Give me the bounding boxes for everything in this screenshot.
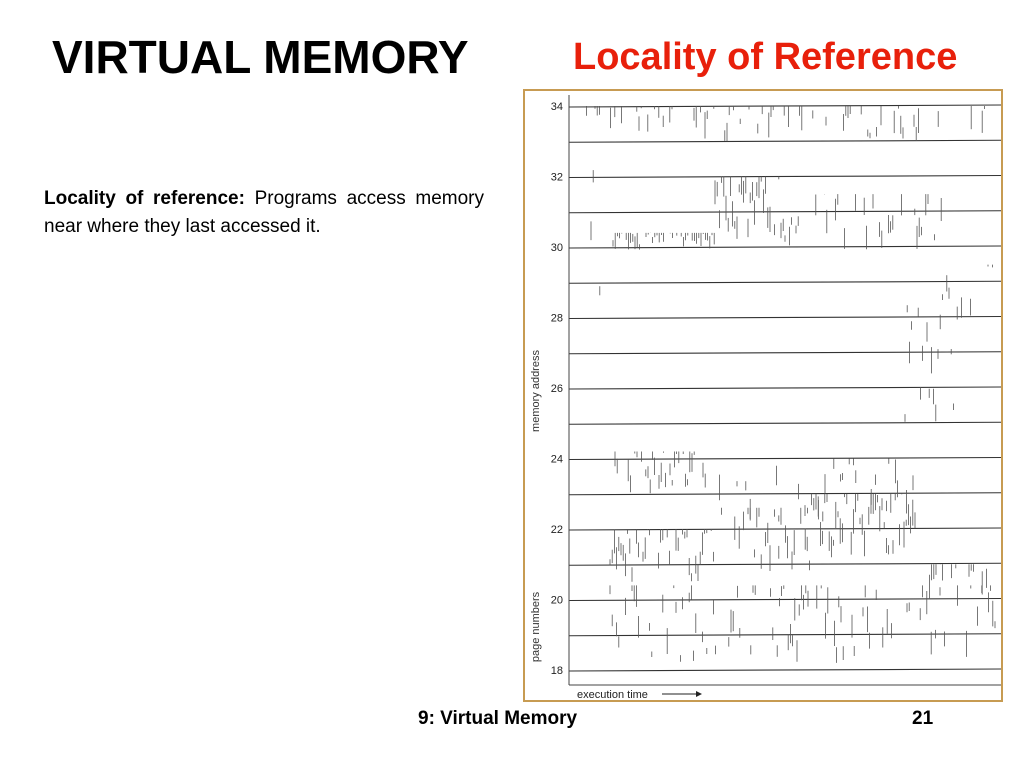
page-boundary-line <box>568 633 1001 637</box>
page-boundary-line <box>568 210 1001 214</box>
page-number-tick-label: 30 <box>551 242 563 254</box>
page-boundary-line <box>568 668 1001 672</box>
page-boundary-line <box>568 351 1001 355</box>
page-number-tick-label: 22 <box>551 524 563 536</box>
page-boundary-line <box>568 315 1001 320</box>
page-number-ticks: 34 32 30 28 26 24 22 20 18 <box>551 101 563 677</box>
page-boundary-line <box>568 280 1001 284</box>
x-axis-arrowhead-icon <box>696 691 702 697</box>
y-axis-label-memory-address: memory address <box>530 350 542 432</box>
page-boundary-line <box>568 245 1001 249</box>
body-text-term: Locality of reference: <box>44 188 245 209</box>
slide-title: VIRTUAL MEMORY <box>52 31 469 83</box>
page-boundary-line <box>568 174 1001 179</box>
page-number-tick-label: 24 <box>551 454 563 466</box>
body-text: Locality of reference: Programs access m… <box>44 185 484 241</box>
page-number-tick-label: 32 <box>551 172 563 184</box>
memory-reference-marks <box>586 106 996 663</box>
locality-figure: 34 32 30 28 26 24 22 20 18 memory address page n… <box>523 89 1003 702</box>
page-boundary-line <box>568 456 1001 461</box>
x-axis-label-execution-time: execution time <box>577 689 648 700</box>
page-number-tick-label: 18 <box>551 665 563 677</box>
page-boundary-line <box>568 492 1001 496</box>
locality-trace-plot: 34 32 30 28 26 24 22 20 18 memory address page n… <box>530 95 1001 700</box>
page-boundary-line <box>568 104 1001 108</box>
page-number-tick-label: 26 <box>551 383 563 395</box>
page-number-tick-label: 20 <box>551 595 563 607</box>
slide-subtitle: Locality of Reference <box>573 36 958 78</box>
page-boundary-line <box>568 597 1001 602</box>
page-boundary-line <box>568 421 1001 425</box>
footer-title: 9: Virtual Memory <box>418 708 578 729</box>
page-number: 21 <box>912 708 934 729</box>
page-number-tick-label: 28 <box>551 313 563 325</box>
page-boundary-line <box>568 386 1001 390</box>
page-boundary-line <box>568 139 1001 143</box>
page-boundary-lines <box>568 104 1001 672</box>
body-text-definition: Programs access memory near where they l… <box>44 188 484 237</box>
y-axis-label-page-numbers: page numbers <box>530 591 542 662</box>
page-boundary-line <box>568 562 1001 566</box>
page-number-tick-label: 34 <box>551 101 563 113</box>
